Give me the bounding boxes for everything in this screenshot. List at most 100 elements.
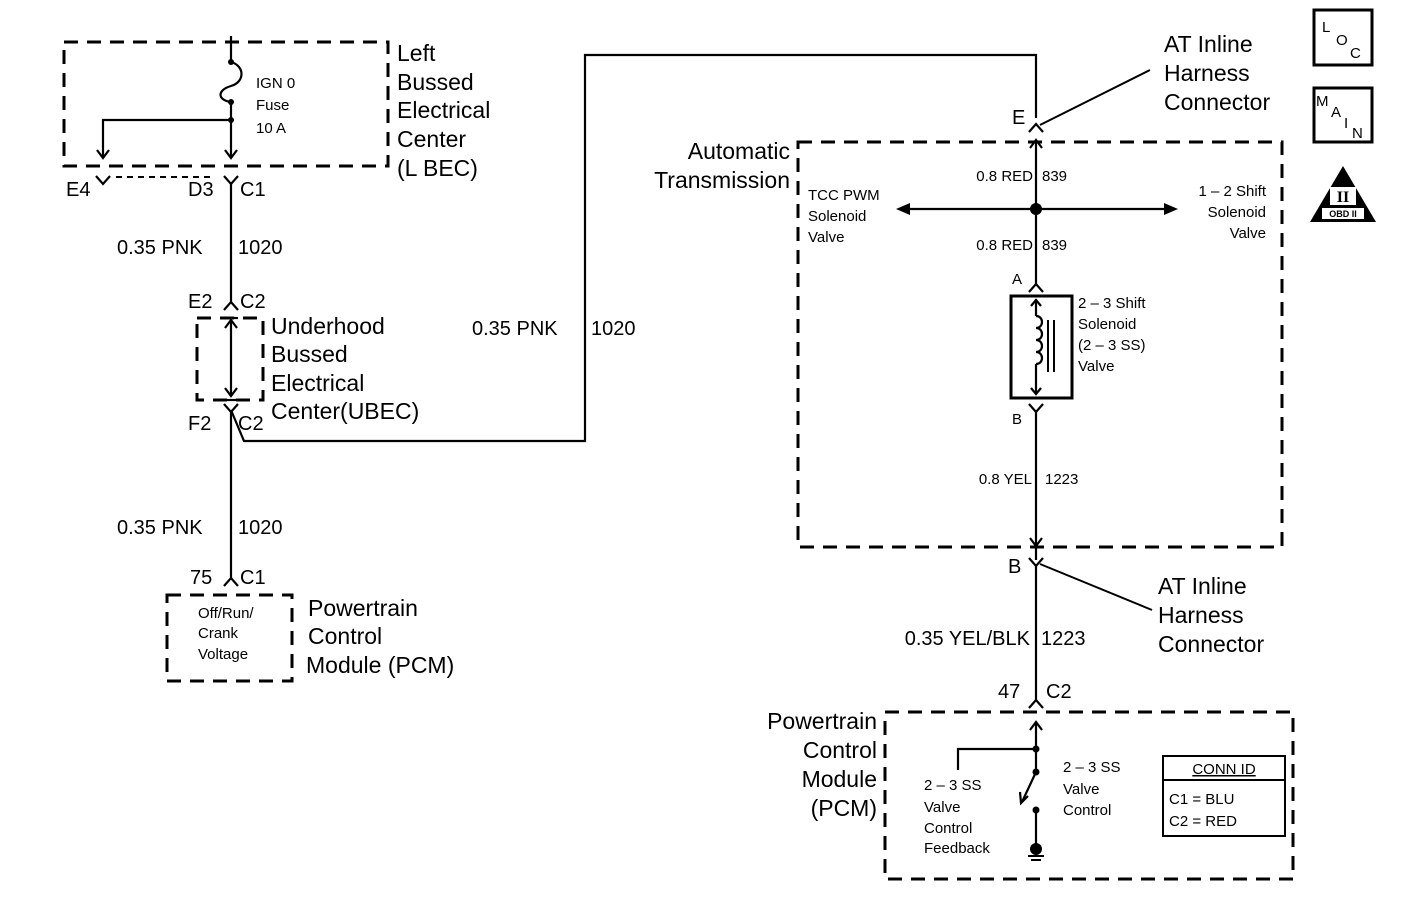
wire-circuit-number: 839	[1042, 237, 1067, 254]
pin-label: 47	[998, 681, 1020, 703]
connector-label: C1	[240, 179, 266, 201]
module-title-line: Left	[397, 40, 436, 66]
loc-letter: O	[1336, 32, 1348, 49]
arrow-up-icon	[1030, 298, 1042, 307]
wire-gauge-color: 0.35 PNK	[117, 237, 203, 259]
component-label-line: Solenoid	[808, 208, 866, 225]
wire-circuit-number: 1223	[1045, 471, 1078, 488]
fuse-icon	[219, 60, 243, 104]
pcm-signal-label: Control	[924, 820, 972, 837]
conn-id-title: CONN ID	[1192, 761, 1256, 778]
feedback-wire	[956, 747, 1036, 770]
loc-letter: L	[1322, 19, 1330, 36]
loc-badge[interactable]: L O C	[1312, 8, 1374, 67]
main-letter: A	[1331, 104, 1341, 121]
module-title-line: Control	[803, 737, 877, 763]
wire-gauge-color: 0.35 PNK	[472, 318, 558, 340]
solenoid-2-3-box	[1009, 294, 1074, 400]
conn-id-border	[1162, 755, 1286, 837]
obd-roman: II	[1337, 189, 1349, 206]
connector-label: C2	[240, 291, 266, 313]
loc-badge-border	[1312, 8, 1374, 67]
pin-label: F2	[188, 413, 211, 435]
connector-callout-line: AT Inline	[1158, 573, 1247, 599]
pcm-input-label: Off/Run/	[198, 605, 254, 622]
pin-label: E2	[188, 291, 212, 313]
connector-e4-icon	[95, 175, 111, 186]
solenoid-coil-icon	[1035, 314, 1044, 366]
pin-label: E4	[66, 179, 90, 201]
obd-label-bg	[1322, 208, 1364, 219]
connector-label: C2	[238, 413, 264, 435]
wire-circuit-number: 839	[1042, 168, 1067, 185]
connector-e2-icon	[223, 300, 239, 311]
obd-roman-bg	[1330, 187, 1356, 205]
conn-id-row: C2 = RED	[1169, 813, 1237, 830]
at-inline-connector-bottom: B AT Inline Harness Connector	[1008, 556, 1264, 657]
connector-callout-line: AT Inline	[1164, 31, 1253, 57]
wire-gauge-color: 0.35 PNK	[117, 517, 203, 539]
pcm-signal-label: Valve	[1063, 781, 1099, 798]
connector-75-icon	[223, 576, 239, 587]
pin-label: E	[1012, 107, 1025, 129]
pcm-signal-label: 2 – 3 SS	[924, 777, 982, 794]
wire-1020-to-transmission	[229, 53, 1038, 443]
component-label-line: 1 – 2 Shift	[1198, 183, 1266, 200]
main-letter: N	[1352, 125, 1363, 142]
connector-a-icon	[1028, 282, 1044, 293]
wire-circuit-number: 1020	[238, 237, 283, 259]
obd-ii-badge[interactable]: II OBD II	[1310, 166, 1376, 222]
pin-label: B	[1012, 411, 1022, 428]
module-title-line: Module (PCM)	[306, 652, 454, 678]
pcm-input-label: Voltage	[198, 646, 248, 663]
leader-line	[1039, 69, 1151, 126]
module-title-line: Bussed	[397, 69, 474, 95]
module-title-line: (PCM)	[811, 795, 877, 821]
ubec-module: E2 C2 F2 C2 Underhood Bussed Electrical …	[188, 291, 419, 435]
pcm-right-module: 47 C2 Powertrain Control Module (PCM) 2 …	[767, 681, 1295, 881]
module-title-line: Center	[397, 126, 466, 152]
main-badge-border	[1312, 86, 1374, 144]
connector-callout-line: Harness	[1158, 602, 1244, 628]
module-title-line: Bussed	[271, 341, 348, 367]
arrow-down-icon	[224, 149, 238, 160]
connector-callout-line: Harness	[1164, 60, 1250, 86]
fuse-label-line: IGN 0	[256, 75, 295, 92]
e4-branch-wire	[101, 118, 231, 158]
arrow-up-icon	[1029, 138, 1043, 149]
switch-icon	[1021, 771, 1037, 803]
arrow-down-icon	[1030, 387, 1042, 396]
connector-47-icon	[1028, 698, 1044, 709]
component-label-line: Solenoid	[1078, 316, 1136, 333]
connector-e-icon	[1028, 122, 1044, 133]
main-badge[interactable]: M A I N	[1312, 86, 1374, 144]
pcm-signal-label: Feedback	[924, 840, 990, 857]
arrow-up-icon	[1029, 720, 1043, 731]
at-inline-connector-top: E AT Inline Harness Connector	[1012, 31, 1270, 133]
wire-gauge-color: 0.8 RED	[976, 168, 1033, 185]
module-title-line: Powertrain	[767, 708, 877, 734]
transmission-boundary	[796, 140, 1284, 549]
component-label-line: 2 – 3 Shift	[1078, 295, 1146, 312]
module-title-line: Module	[802, 766, 877, 792]
pin-label: D3	[188, 179, 214, 201]
module-title-line: (L BEC)	[397, 155, 478, 181]
main-letter: I	[1344, 115, 1348, 132]
obd-label: OBD II	[1329, 209, 1357, 219]
conn-id-table: CONN ID C1 = BLU C2 = RED	[1162, 755, 1286, 837]
pcm-signal-label: 2 – 3 SS	[1063, 759, 1121, 776]
module-title-line: Electrical	[271, 370, 364, 396]
component-label-line: Valve	[1230, 225, 1266, 242]
pcm-signal-label: Control	[1063, 802, 1111, 819]
arrow-down-icon	[96, 149, 110, 160]
fuse-label-line: Fuse	[256, 97, 289, 114]
module-title-line: Electrical	[397, 97, 490, 123]
wire-gauge-color: 0.8 YEL	[979, 471, 1032, 488]
module-title-line: Underhood	[271, 313, 385, 339]
component-label-line: Solenoid	[1208, 204, 1266, 221]
left-bec-module: IGN 0 Fuse 10 A Left Bussed Electrical C…	[62, 36, 490, 201]
automatic-transmission-module: Automatic Transmission 0.8 RED 839 TCC P…	[654, 138, 1284, 560]
pin-label: B	[1008, 556, 1021, 578]
component-label-line: Valve	[1078, 358, 1114, 375]
